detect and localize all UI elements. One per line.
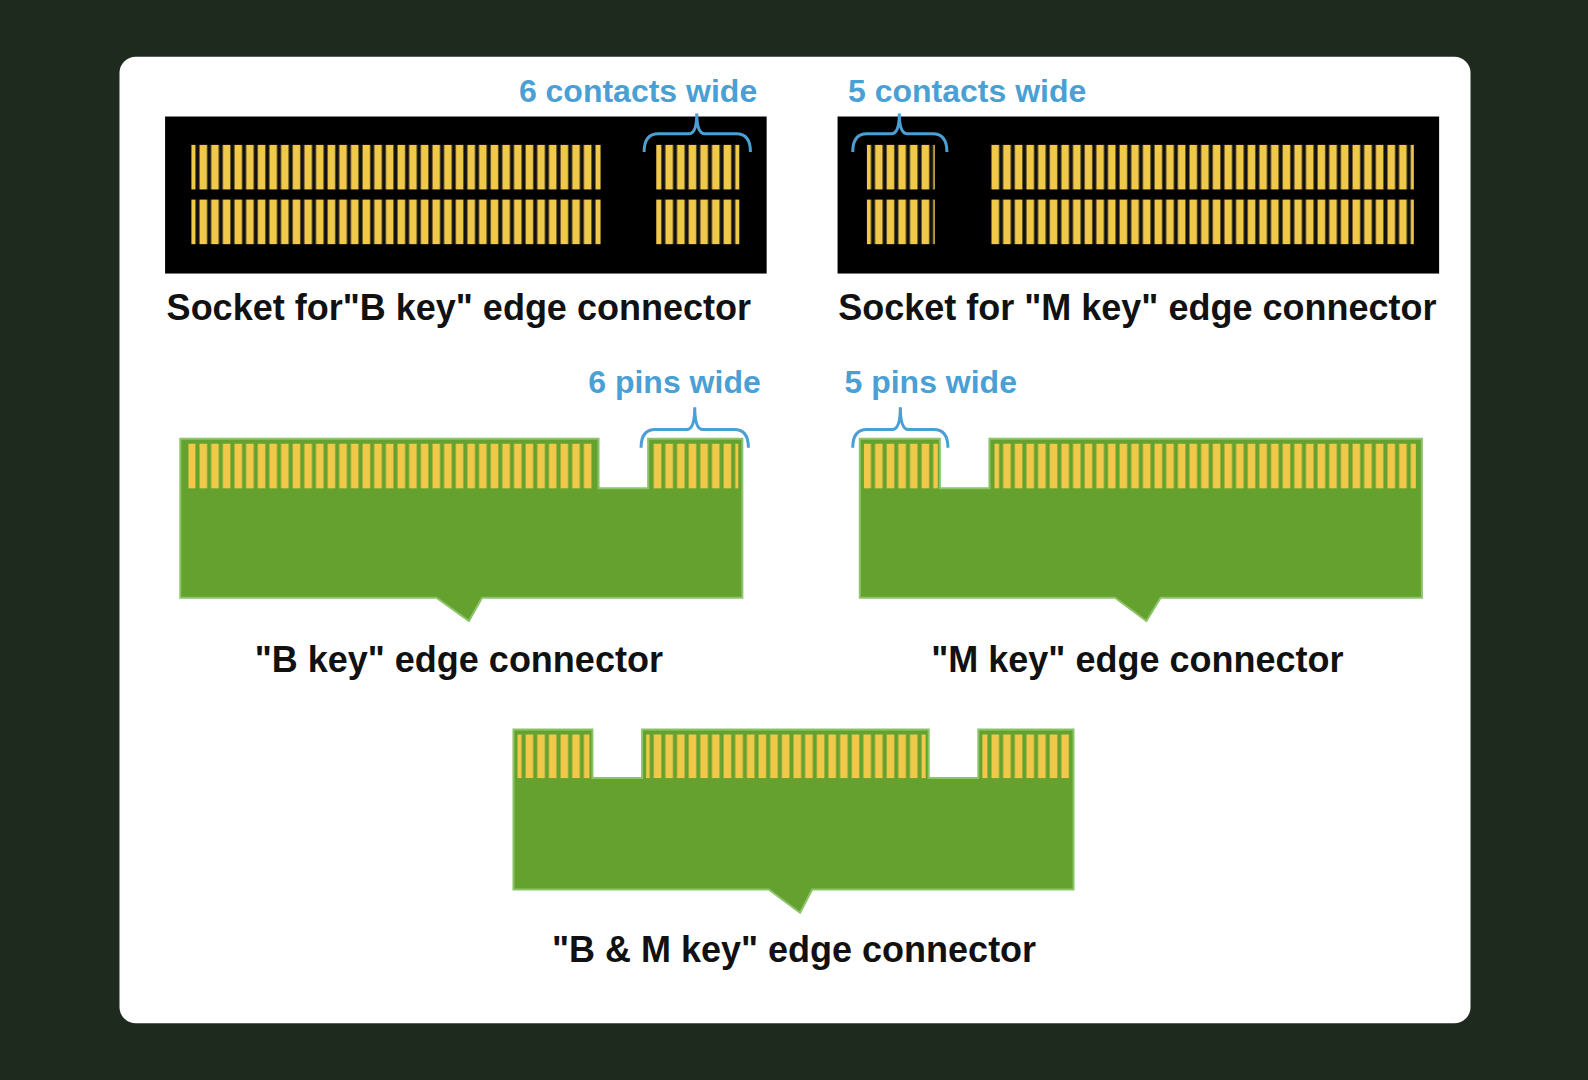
b-key-socket: [165, 117, 767, 274]
dimension-label: 6 contacts wide: [519, 75, 757, 110]
panel: [120, 57, 1471, 1024]
m-key-socket: [838, 117, 1440, 274]
caption: Socket for"B key" edge connector: [167, 288, 751, 328]
caption: "B & M key" edge connector: [552, 931, 1036, 971]
caption: "B key" edge connector: [255, 640, 663, 680]
caption: Socket for "M key" edge connector: [838, 288, 1436, 328]
dimension-label: 6 pins wide: [588, 365, 760, 400]
dimension-label: 5 pins wide: [844, 365, 1016, 400]
b-key-card: [180, 439, 742, 621]
bm-key-card: [513, 729, 1073, 912]
m-key-card: [860, 439, 1422, 621]
caption: "M key" edge connector: [931, 640, 1343, 680]
dimension-label: 5 contacts wide: [848, 75, 1086, 110]
